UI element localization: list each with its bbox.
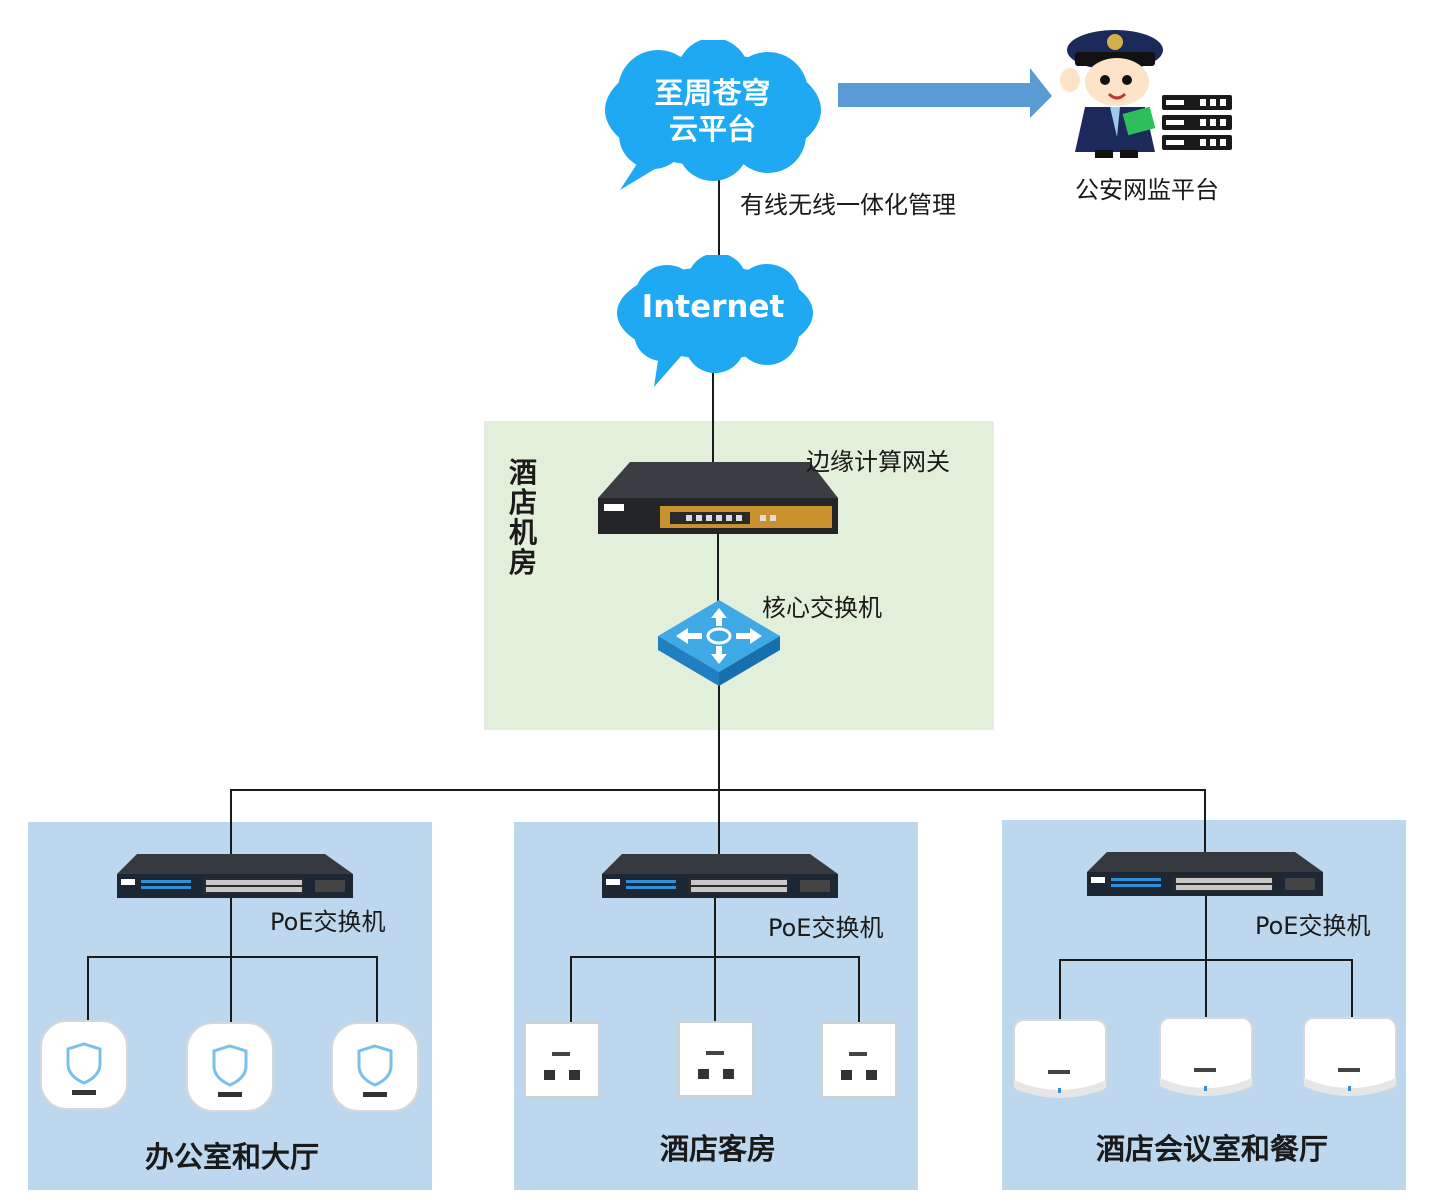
ceiling-ap-office-3	[331, 1022, 419, 1112]
management-label: 有线无线一体化管理	[740, 191, 956, 219]
poe-switch-conference	[1087, 852, 1323, 896]
area-title-rooms: 酒店客房	[659, 1132, 776, 1166]
edge-gateway-device	[598, 462, 838, 534]
edge-gateway-label: 边缘计算网关	[806, 448, 950, 476]
core-switch-device	[658, 600, 780, 686]
poe-switch-rooms	[602, 854, 838, 898]
panel-ap-room-1	[524, 1022, 600, 1098]
cloud-platform-line1: 至周苍穹	[654, 76, 771, 110]
ceiling-ap-office-2	[186, 1022, 274, 1112]
internet-label: Internet	[641, 289, 785, 325]
internet-cloud-icon	[617, 255, 813, 387]
server-room-title: 酒店机房	[508, 456, 537, 579]
poe-switch-office	[117, 854, 353, 898]
arrow-to-police-platform	[838, 68, 1052, 118]
police-platform-label: 公安网监平台	[1075, 176, 1219, 204]
line-office-branch	[87, 956, 378, 1030]
cloud-platform-title: 至周苍穹 云平台	[620, 75, 805, 147]
police-officer-icon	[1060, 30, 1163, 158]
core-switch-label: 核心交换机	[762, 594, 882, 622]
line-distribution-bus	[230, 789, 1206, 870]
line-conf-branch	[1059, 959, 1353, 1025]
ceiling-ap-conference-2	[1159, 1017, 1253, 1096]
poe-switch-label-conference: PoE交换机	[1255, 912, 1371, 940]
server-rack-icon	[1162, 95, 1232, 150]
area-title-conference: 酒店会议室和餐厅	[1095, 1132, 1328, 1166]
panel-ap-room-3	[821, 1022, 897, 1098]
cloud-platform-icon	[605, 40, 821, 190]
ceiling-ap-conference-3	[1303, 1017, 1397, 1096]
panel-ap-room-2	[678, 1021, 754, 1097]
cloud-platform-line2: 云平台	[668, 112, 756, 146]
area-title-office: 办公室和大厅	[144, 1140, 319, 1174]
ceiling-ap-office-1	[40, 1020, 128, 1110]
poe-switch-label-rooms: PoE交换机	[768, 914, 884, 942]
line-rooms-branch	[570, 956, 860, 1025]
ceiling-ap-conference-1	[1013, 1019, 1107, 1098]
poe-switch-label-office: PoE交换机	[270, 908, 386, 936]
